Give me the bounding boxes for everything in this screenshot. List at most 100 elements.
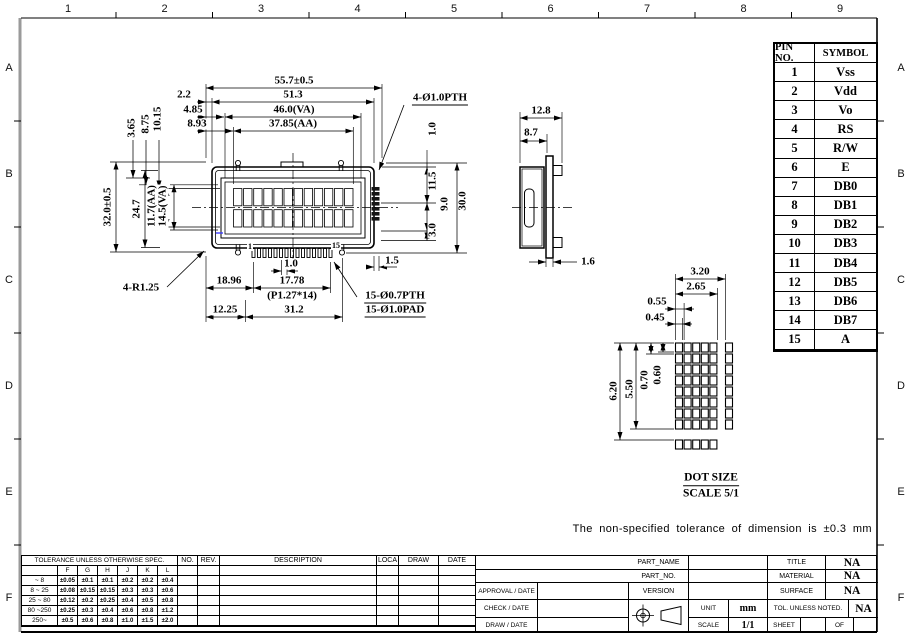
revision-empty-cell (399, 596, 439, 606)
revision-empty-cell (220, 586, 377, 596)
check-label: CHECK / DATE (476, 600, 538, 618)
revision-table-header: LOCA (377, 556, 399, 566)
revision-empty-cell (178, 596, 198, 606)
revision-empty-cell (439, 576, 476, 586)
tol-unless-noted-label: TOL. UNLESS NOTED. (768, 600, 849, 618)
side-view (519, 155, 563, 259)
revision-empty-cell (178, 606, 198, 616)
tolerance-value-cell: ±0.25 (98, 596, 118, 606)
tolerance-value-cell: ±0.3 (138, 586, 158, 596)
callout-corner-radius: 4-R1.25 (121, 281, 161, 294)
dim-offset-8-75: 8.75 (139, 113, 152, 135)
leader-lines (166, 104, 405, 298)
version-label: VERSION (629, 583, 689, 600)
pin-number-cell: 4 (775, 120, 815, 140)
material-value: NA (826, 570, 878, 583)
dim-offset-8-93: 8.93 (186, 117, 208, 130)
dim-pcb-width: 51.3 (282, 88, 304, 101)
dim-right-11-5: 11.5 (426, 170, 439, 192)
dim-right-1-5: 1.5 (384, 254, 400, 267)
draw-signature-cell (538, 618, 629, 633)
revision-empty-cell (377, 596, 399, 606)
tolerance-value-cell: ±0.4 (118, 596, 138, 606)
callout-pin-pad: 15-Ø1.0PAD (364, 303, 426, 318)
dim-offset-2-2: 2.2 (176, 88, 192, 101)
pin-number-cell: 13 (775, 292, 815, 312)
tolerance-value-cell: ±0.6 (118, 606, 138, 616)
tolerance-value-cell: ±0.5 (138, 596, 158, 606)
dim-right-1-0: 1.0 (426, 121, 439, 137)
dim-dot-0-60: 0.60 (651, 364, 664, 386)
revision-empty-cell (439, 606, 476, 616)
pin-number-cell: 10 (775, 234, 815, 255)
tolerance-value-cell: ±0.4 (158, 576, 178, 586)
material-label: MATERIAL (768, 570, 826, 583)
tolerance-value-cell: ±0.8 (158, 596, 178, 606)
revision-empty-cell (198, 586, 220, 596)
revision-empty-cell (377, 616, 399, 626)
tolerance-grade-header: H (98, 566, 118, 576)
border-row-label-left: D (5, 380, 13, 392)
dim-dot-2-65: 2.65 (685, 280, 707, 293)
border-column-label: 9 (836, 3, 844, 15)
tolerance-range-cell: 250~ (22, 616, 58, 626)
scale-label: SCALE (689, 618, 729, 633)
callout-pin-pth: 15-Ø0.7PTH (364, 289, 426, 304)
tolerance-value-cell: ±1.0 (118, 616, 138, 626)
tolerance-value-cell: ±0.08 (58, 586, 78, 596)
dim-pin-width: 1.0 (283, 257, 299, 270)
pin-symbol-cell: E (815, 159, 876, 178)
border-row-label-left: B (5, 168, 13, 180)
dim-offset-10-15: 10.15 (151, 105, 164, 133)
tolerance-value-cell: ±0.8 (138, 606, 158, 616)
revision-empty-cell (399, 576, 439, 586)
revision-empty-cell (399, 566, 439, 576)
tolerance-value-cell: ±0.2 (118, 576, 138, 586)
tolerance-range-cell: 25 ~ 80 (22, 596, 58, 606)
pin-symbol-cell: DB2 (815, 216, 876, 235)
revision-empty-cell (399, 606, 439, 616)
dim-overall-width: 55.7±0.5 (273, 74, 315, 87)
dim-dot-6-20: 6.20 (607, 380, 620, 402)
revision-empty-cell (399, 586, 439, 596)
revision-empty-cell (178, 586, 198, 596)
revision-empty-cell (377, 576, 399, 586)
title-block-blank-row1 (476, 556, 629, 570)
dim-dot-0-45: 0.45 (644, 311, 666, 324)
draw-label: DRAW / DATE (476, 618, 538, 633)
revision-empty-cell (198, 576, 220, 586)
pin-symbol-cell: DB7 (815, 311, 876, 331)
sheet-number-value (801, 618, 826, 633)
revision-empty-cell (377, 586, 399, 596)
tolerance-grade-header: F (58, 566, 78, 576)
border-row-label-right: E (897, 486, 905, 498)
tolerance-range-cell: 80 ~250 (22, 606, 58, 616)
dim-31-2: 31.2 (283, 303, 305, 316)
border-row-label-right: D (897, 380, 905, 392)
tolerance-value-cell: ±0.1 (78, 576, 98, 586)
pin-number-cell: 12 (775, 273, 815, 293)
dot-matrix-detail (674, 342, 734, 450)
revision-empty-cell (220, 606, 377, 616)
tol-unless-noted-value: NA (849, 600, 878, 618)
tolerance-value-cell: ±1.2 (158, 606, 178, 616)
sheet-of-label: OF (826, 618, 854, 633)
dim-side-8-7: 8.7 (523, 126, 539, 139)
tolerance-grade-header: G (78, 566, 98, 576)
revision-empty-cell (220, 576, 377, 586)
revision-empty-cell (198, 566, 220, 576)
dim-side-1-6: 1.6 (580, 255, 596, 268)
tolerance-range-cell: 8 ~ 25 (22, 586, 58, 596)
part-name-value (689, 556, 768, 570)
pin-number-last: 15 (331, 241, 341, 250)
tolerance-grade-header: K (138, 566, 158, 576)
revision-empty-cell (220, 596, 377, 606)
revision-empty-cell (198, 616, 220, 626)
pin-symbol-cell: Vdd (815, 82, 876, 102)
border-column-label: 2 (161, 3, 168, 15)
dim-overall-height: 32.0±0.5 (101, 186, 114, 228)
projection-symbol-cell (629, 600, 689, 633)
